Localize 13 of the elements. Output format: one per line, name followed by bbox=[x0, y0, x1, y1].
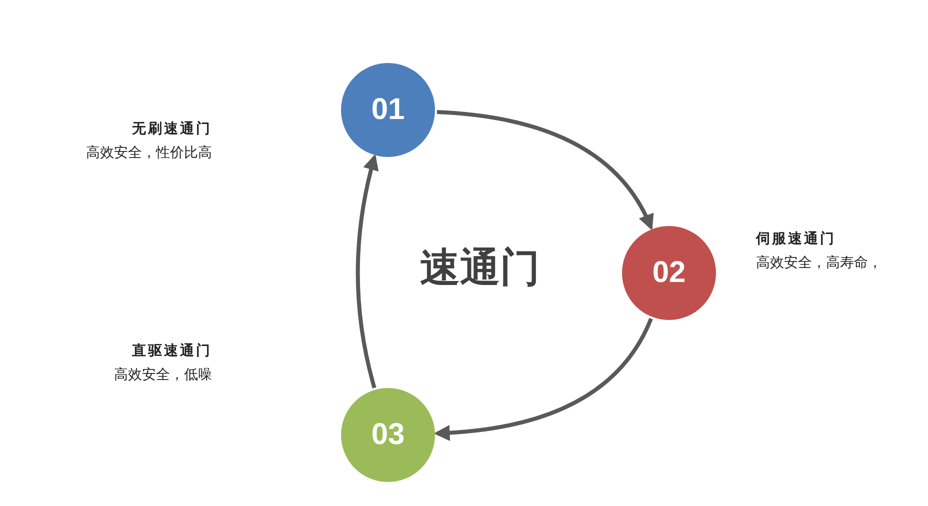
item-heading: 无刷速通门 bbox=[132, 120, 212, 138]
number-circle: 02 bbox=[622, 226, 716, 320]
number-circle: 03 bbox=[341, 388, 435, 482]
item-description: 高效安全，性价比高 bbox=[86, 144, 212, 162]
item-description: 高效安全，低噪 bbox=[114, 366, 212, 384]
curved-arrow bbox=[434, 318, 653, 441]
item-description: 高效安全，高寿命， bbox=[756, 254, 882, 272]
center-title: 速通门 bbox=[419, 244, 541, 293]
item-heading: 伺服速通门 bbox=[756, 230, 836, 248]
item-heading: 直驱速通门 bbox=[132, 342, 212, 360]
curved-arrow bbox=[436, 110, 653, 230]
curved-arrow bbox=[356, 154, 379, 388]
number-circle: 01 bbox=[341, 63, 435, 157]
